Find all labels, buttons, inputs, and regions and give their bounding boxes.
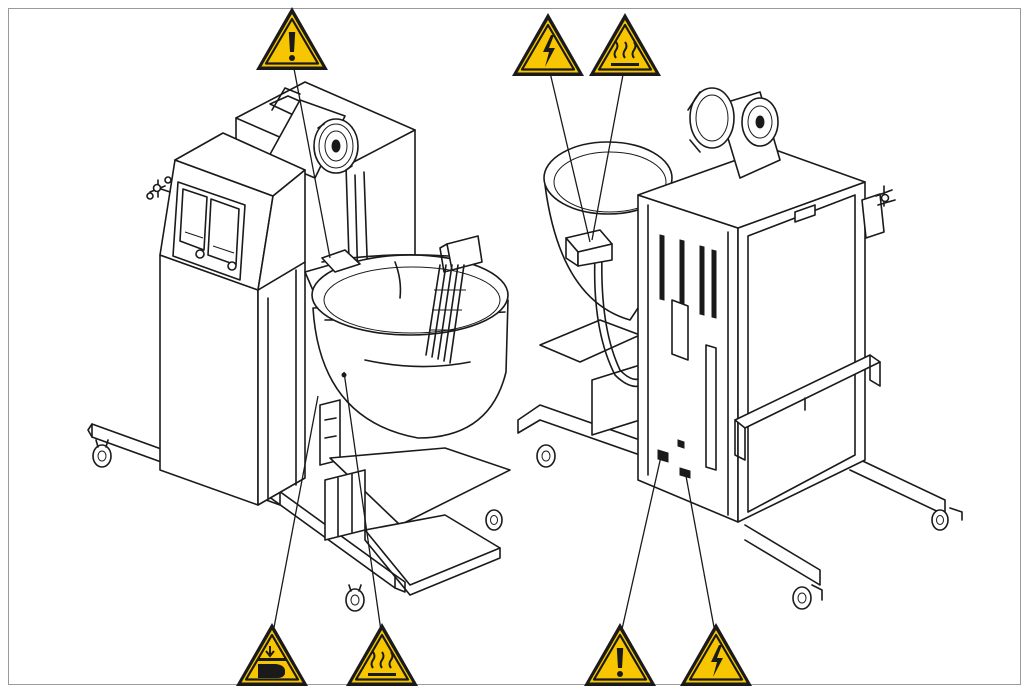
warning-sign-general-bottom [582, 621, 658, 688]
right-base-frame [517, 404, 963, 610]
left-machine [87, 81, 511, 612]
warning-sign-voltage-bottom [678, 621, 754, 688]
right-cabinet-vents [659, 234, 717, 319]
warning-sign-hand-crush-bottom [234, 621, 310, 688]
left-control-cabinet [159, 132, 306, 506]
right-cabinet [637, 147, 881, 523]
left-pump-motor [267, 99, 359, 179]
left-base-frame [87, 423, 503, 612]
exclamation-icon [616, 648, 624, 677]
left-valve-handle [146, 176, 172, 200]
left-drip-tray [324, 447, 511, 596]
exclamation-icon [288, 32, 296, 61]
right-pump-motor [687, 87, 781, 179]
right-valve-handle [861, 185, 896, 239]
warning-sign-general-top [254, 5, 330, 72]
warning-sign-voltage-top [510, 11, 586, 78]
warning-sign-hot-surface-top [587, 11, 663, 78]
left-kettle [311, 249, 509, 439]
warning-sign-hot-surface-bottom [344, 621, 420, 688]
right-machine [517, 87, 963, 610]
diagram-frame [8, 8, 1021, 685]
left-stirrer [425, 235, 483, 364]
leader-lines [271, 57, 717, 639]
